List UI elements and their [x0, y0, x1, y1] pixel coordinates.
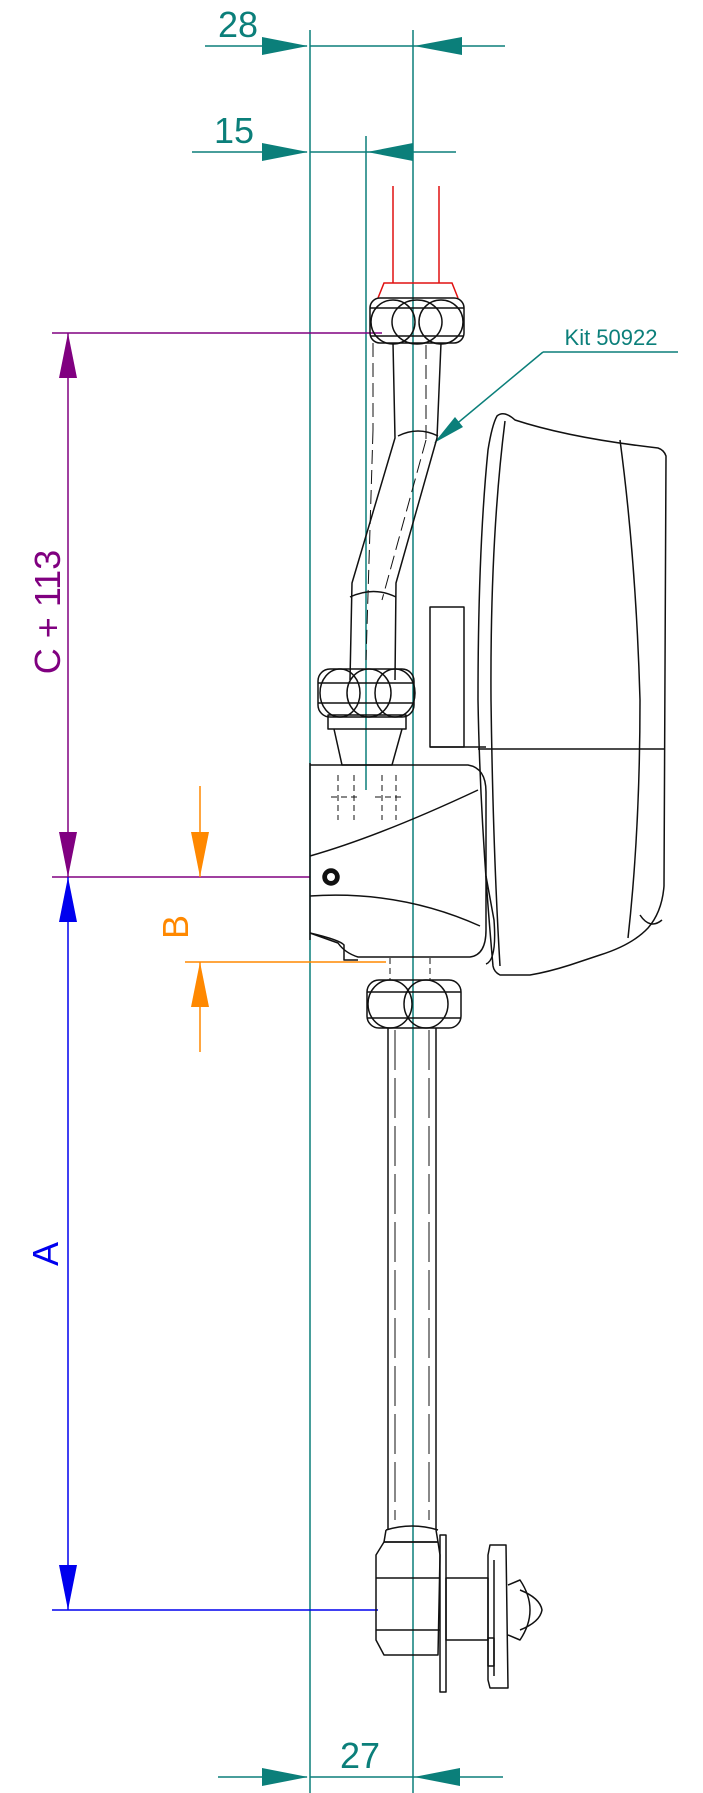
flush-pipe [386, 1028, 438, 1530]
dim-27-label: 27 [340, 1735, 380, 1776]
dim-a-label: A [25, 1242, 66, 1266]
electronic-cover [430, 414, 666, 975]
dim-15: 15 [192, 110, 456, 161]
dim-b-label: B [155, 915, 196, 939]
dim-15-label: 15 [214, 110, 254, 151]
valve-assembly [310, 298, 666, 1692]
kit-callout: Kit 50922 [434, 325, 678, 443]
kit-label: Kit 50922 [565, 325, 658, 350]
dim-b: B [155, 786, 386, 1052]
dim-28-label: 28 [218, 4, 258, 45]
dim-28: 28 [205, 4, 505, 55]
bent-pipe [350, 343, 441, 680]
dim-27: 27 [218, 1735, 503, 1786]
dim-c-113: C + 113 [27, 333, 382, 877]
reference-lines [310, 30, 413, 1793]
top-nut [370, 298, 464, 344]
dim-c-label: C + 113 [27, 550, 68, 674]
valve-body [310, 763, 495, 980]
bottom-connector [376, 1530, 542, 1692]
lower-nut [367, 980, 461, 1028]
supply-tubes [378, 186, 458, 298]
